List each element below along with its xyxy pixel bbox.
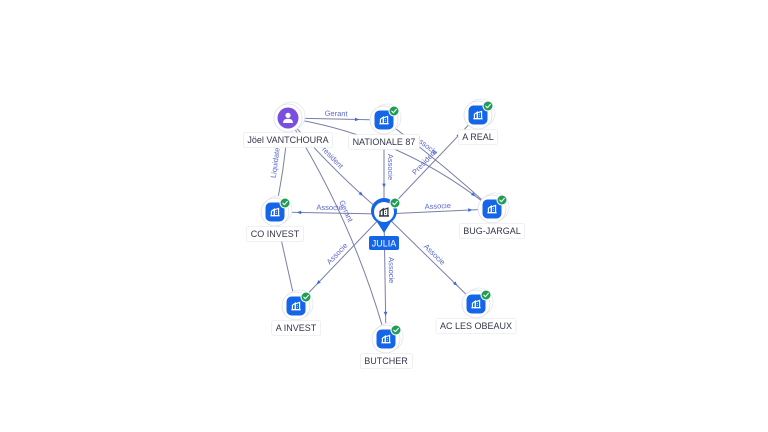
- edge-arrow: [468, 208, 473, 212]
- edge-arrow: [296, 210, 302, 215]
- verified-check-icon: [390, 324, 402, 336]
- company-badge: [468, 105, 488, 125]
- edge-label: Associe: [386, 154, 395, 180]
- edge-arrow: [354, 117, 360, 122]
- company-badge: [482, 199, 502, 219]
- edge-arrow: [316, 280, 321, 285]
- verified-check-icon: [300, 291, 312, 303]
- edge-line: [287, 117, 385, 215]
- node-label: BUG-JARGAL: [463, 226, 521, 236]
- building-icon: [471, 299, 481, 309]
- node-label: AC LES OBEAUX: [440, 321, 512, 331]
- edge-julia-butcher[interactable]: Associe: [383, 213, 396, 340]
- node-label: Jöel VANTCHOURA: [247, 135, 328, 145]
- center-label-box: [369, 236, 399, 250]
- verified-check-icon: [480, 289, 492, 301]
- node-label-box: [271, 320, 322, 336]
- edge-julia-ainvest[interactable]: Associe: [295, 213, 385, 307]
- node-label-box: [457, 129, 499, 145]
- person-icon: [283, 112, 293, 123]
- node-butcher[interactable]: BUTCHER: [359, 322, 413, 369]
- verified-check-icon: [482, 100, 494, 112]
- company-badge: [466, 294, 486, 314]
- node-joel[interactable]: Jöel VANTCHOURA: [243, 101, 333, 148]
- building-icon: [381, 334, 391, 344]
- node-label-box: [246, 226, 305, 242]
- node-bug[interactable]: BUG-JARGAL: [458, 192, 526, 239]
- building-icon: [291, 301, 301, 311]
- edge-line: [295, 213, 385, 307]
- company-badge: [265, 202, 285, 222]
- company-badge: [286, 296, 306, 316]
- node-coinvest[interactable]: CO INVEST: [246, 195, 305, 242]
- building-icon: [487, 204, 497, 214]
- company-badge: [376, 329, 396, 349]
- edge-joel-bug[interactable]: [287, 117, 493, 210]
- edge-label: Associe: [387, 257, 396, 283]
- node-label: NATIONALE 87: [353, 137, 416, 147]
- building-icon: [379, 115, 389, 125]
- building-icon: [270, 207, 280, 217]
- node-nationale[interactable]: NATIONALE 87: [348, 103, 420, 150]
- edge-line: [287, 117, 493, 210]
- company-badge: [374, 110, 394, 130]
- node-acobeaux[interactable]: AC LES OBEAUX: [435, 287, 517, 334]
- edge-label: Associe: [424, 201, 451, 211]
- node-label: A REAL: [462, 132, 494, 142]
- node-julia[interactable]: JULIA: [369, 197, 401, 251]
- building-icon: [473, 110, 483, 120]
- node-label: CO INVEST: [251, 229, 300, 239]
- edge-line: [383, 213, 387, 340]
- node-label-box: [348, 134, 420, 150]
- node-label-box: [458, 223, 526, 239]
- node-label: BUTCHER: [364, 356, 408, 366]
- edge-arrow: [383, 311, 388, 317]
- node-label-box: [435, 318, 517, 334]
- edge-label: Associe: [316, 203, 342, 212]
- edge-arrow: [470, 192, 476, 197]
- verified-check-icon: [388, 105, 400, 117]
- edge-label: Gerant: [325, 109, 349, 118]
- edge-arrow: [382, 183, 386, 189]
- node-label-box: [243, 132, 333, 148]
- verified-check-icon: [389, 197, 401, 209]
- node-label: A INVEST: [276, 323, 317, 333]
- node-label: JULIA: [372, 239, 397, 249]
- building-icon: [378, 207, 390, 217]
- verified-check-icon: [496, 194, 508, 206]
- nodes-layer: Jöel VANTCHOURA NATIONALE 87 A REAL CO INVE…: [243, 98, 526, 369]
- node-areal[interactable]: A REAL: [457, 98, 499, 145]
- edge-line: [383, 119, 493, 210]
- edge-arrow: [452, 281, 458, 286]
- node-label-box: [359, 353, 413, 369]
- verified-check-icon: [279, 197, 291, 209]
- edge-arrow: [358, 191, 364, 196]
- node-ainvest[interactable]: A INVEST: [271, 289, 322, 336]
